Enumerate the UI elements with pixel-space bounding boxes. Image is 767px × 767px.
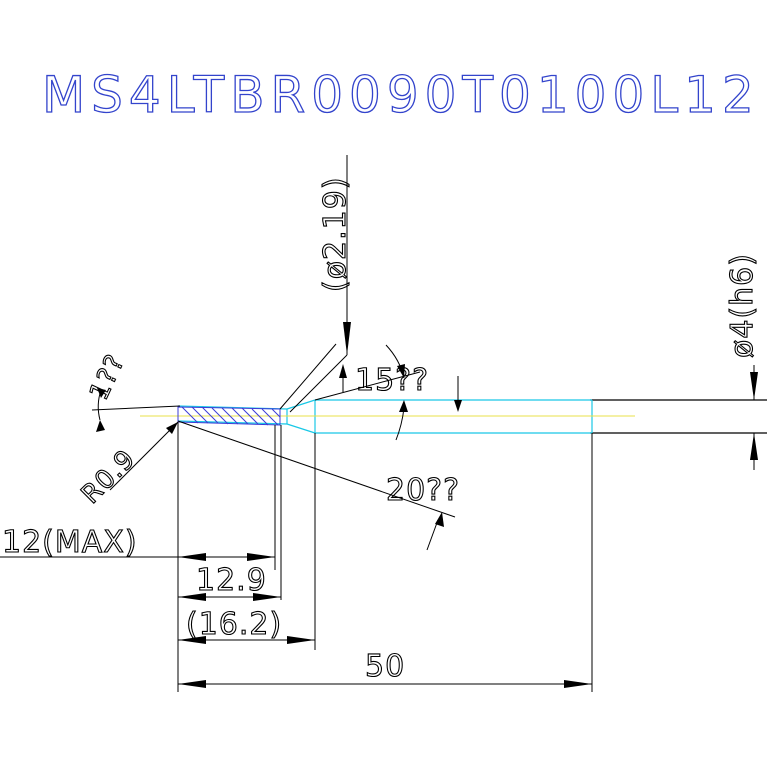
tool-outline [140, 399, 767, 434]
length-50-label: 50 [365, 649, 405, 684]
angle-15-dimension: 15?? [314, 344, 462, 441]
length-12-max-dimension: 12(MAX) [0, 524, 275, 561]
length-162-label: (16.2) [186, 607, 282, 642]
diameter-4-dimension: ø4(h6) [724, 252, 761, 470]
length-50-dimension: 50 [178, 648, 592, 688]
diameter-219-label: (ø2.19) [318, 176, 353, 292]
angle-20-dimension: 20?? [177, 420, 460, 551]
length-129-dimension: 12.9 [178, 562, 281, 601]
part-number-title: MS4LTBR0090T0100L12 [42, 66, 760, 124]
length-162-dimension: (16.2) [178, 606, 315, 644]
cutting-tip-hatch [177, 406, 281, 426]
length-12-max-label: 12(MAX) [2, 525, 138, 560]
length-129-label: 12.9 [196, 563, 267, 598]
angle-1-dimension: 1?? [84, 349, 181, 432]
radius-label: R0.9 [76, 444, 142, 510]
radius-leader: R0.9 [75, 421, 179, 510]
diameter-219-dimension: (ø2.19) [279, 155, 354, 413]
diameter-4-label: ø4(h6) [725, 253, 760, 358]
angle-15-label: 15?? [355, 363, 429, 398]
angle-1-label: 1?? [84, 350, 131, 405]
angle-20-label: 20?? [386, 473, 460, 508]
